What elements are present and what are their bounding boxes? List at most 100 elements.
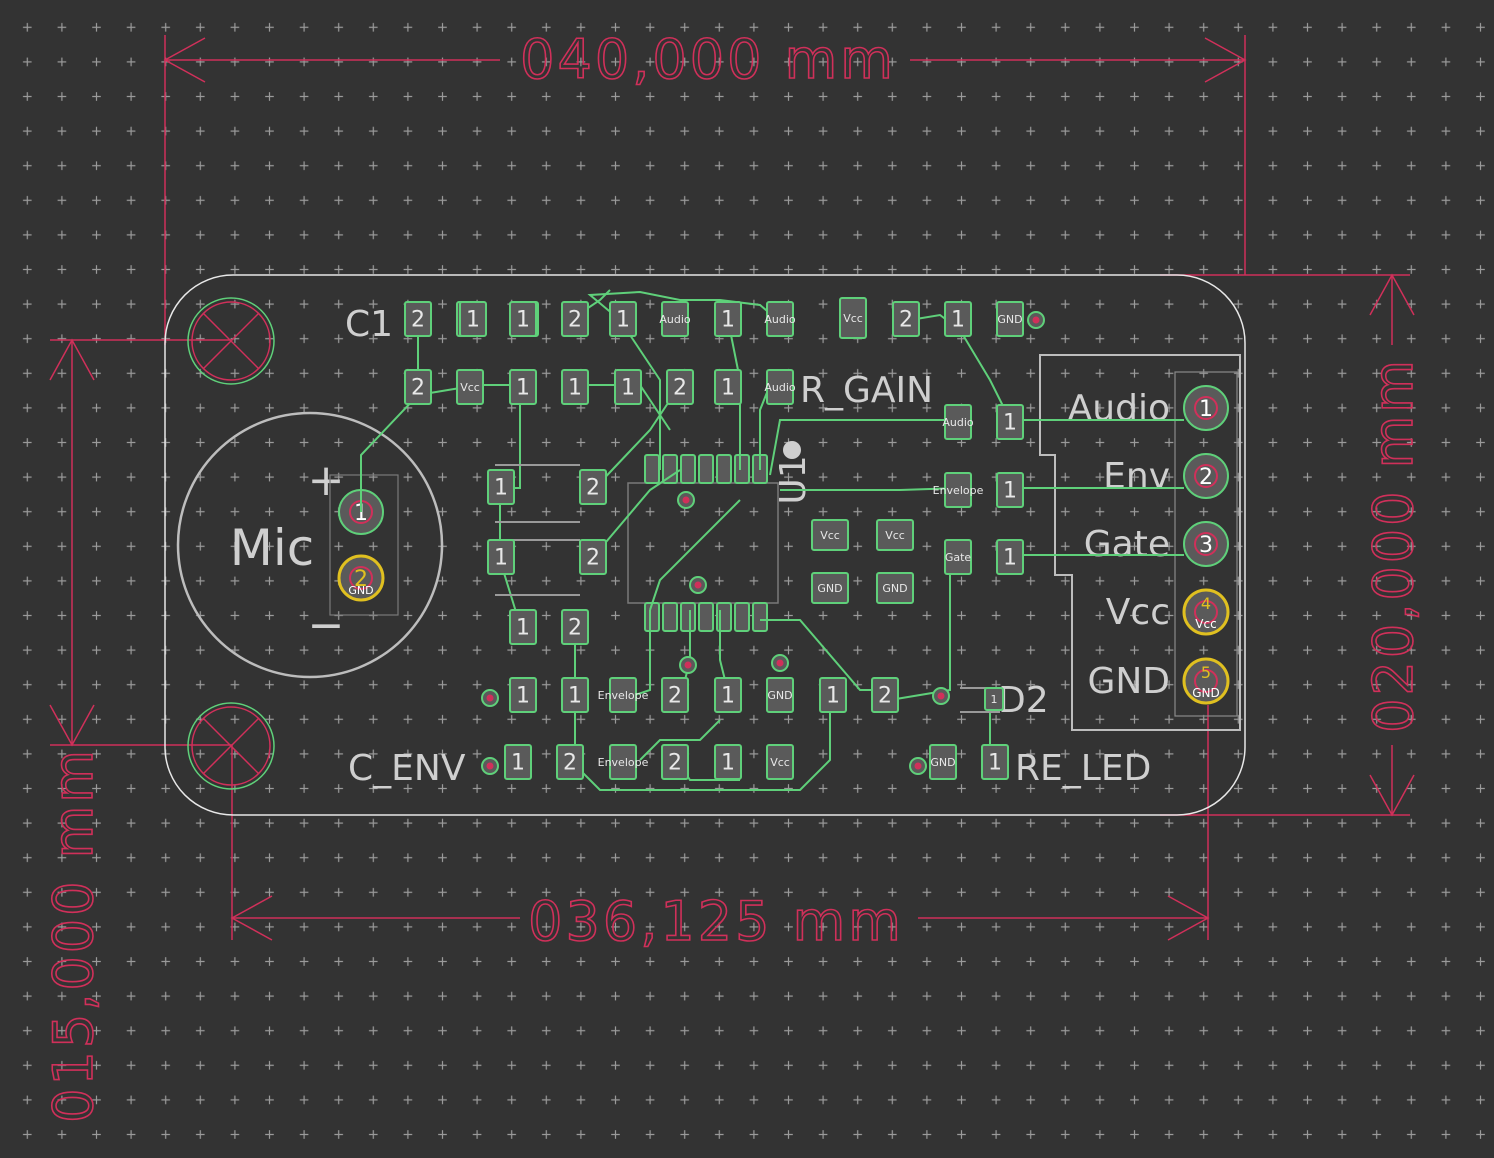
u1-pin-top-4[interactable] (716, 454, 732, 484)
smd-pad-0a[interactable]: 2 (404, 301, 432, 337)
dimension-left[interactable] (49, 338, 232, 747)
smd-pad-7b[interactable]: 2 (666, 369, 694, 405)
via-4[interactable] (481, 689, 499, 707)
u1-pin-top-0[interactable] (644, 454, 660, 484)
smd-pad-10a[interactable]: Audio (942, 404, 974, 440)
u1-pin-top-2[interactable] (680, 454, 696, 484)
smd-pad-1a[interactable]: 1 (459, 301, 487, 337)
connector-outline[interactable] (1039, 354, 1241, 731)
smd-pad-v2a[interactable]: 1 (487, 539, 515, 575)
u1-pin-top-1[interactable] (662, 454, 678, 484)
smd-pad-17b[interactable]: 2 (871, 677, 899, 713)
via-2[interactable] (771, 654, 789, 672)
smd-pad-18b-label: 2 (563, 751, 577, 776)
smd-pad-9b[interactable]: GND (996, 301, 1024, 337)
u1-pin-bottom-5[interactable] (734, 602, 750, 632)
smd-pad-9a[interactable]: 1 (944, 301, 972, 337)
smd-pad-d1-vcc[interactable]: Vcc (811, 519, 849, 551)
u1-pads[interactable] (644, 454, 768, 632)
dimension-top-label: 040,000 mm (520, 28, 896, 91)
smd-pad-18a[interactable]: 1 (504, 744, 532, 780)
smd-pad-15a[interactable]: Envelope (598, 677, 649, 713)
smd-pad-2b[interactable]: 2 (561, 301, 589, 337)
smd-pad-17a[interactable]: 1 (819, 677, 847, 713)
connector-pin-4[interactable]: 4 Vcc (1182, 588, 1230, 636)
smd-pad-8b[interactable]: Audio (764, 369, 796, 405)
smd-pad-12b[interactable]: 1 (996, 539, 1024, 575)
smd-pad-2a[interactable]: 1 (509, 301, 537, 337)
u1-pin-bottom-0[interactable] (644, 602, 660, 632)
smd-pad-13a[interactable]: 1 (509, 609, 537, 645)
smd-pad-16a[interactable]: 1 (714, 677, 742, 713)
u1-pin-top-5[interactable] (734, 454, 750, 484)
smd-pad-20b[interactable]: Vcc (766, 744, 794, 780)
dimension-top[interactable] (163, 35, 1247, 345)
smd-pad-5b[interactable]: Vcc (456, 369, 484, 405)
smd-pad-6a[interactable]: 1 (509, 369, 537, 405)
u1-pin-bottom-2[interactable] (680, 602, 696, 632)
smd-pad-d2-gnd[interactable]: GND (876, 572, 914, 604)
smd-pad-d1-gnd[interactable]: GND (811, 572, 849, 604)
via-8[interactable] (932, 687, 950, 705)
smd-pad-19a[interactable]: Envelope (598, 744, 649, 780)
via-0[interactable] (677, 491, 695, 509)
smd-pad-16b[interactable]: GND (766, 677, 794, 713)
smd-pad-4b[interactable]: Audio (764, 301, 796, 337)
dimension-right[interactable] (1160, 273, 1415, 817)
smd-pad-8a[interactable]: 1 (714, 369, 742, 405)
board-outline[interactable] (164, 274, 1246, 816)
vias[interactable] (481, 311, 1045, 775)
dimension-bottom[interactable] (230, 705, 1210, 941)
smd-pad-v2b[interactable]: 2 (579, 539, 607, 575)
via-3[interactable] (679, 656, 697, 674)
smd-pad-21a[interactable]: GND (929, 744, 957, 780)
u1-label: U1 (773, 455, 814, 504)
smd-pad-19b[interactable]: 2 (661, 744, 689, 780)
connector-pin-3[interactable]: 3 (1183, 521, 1229, 567)
u1-pin-top-3[interactable] (698, 454, 714, 484)
connector-pin-5[interactable]: 5 GND (1182, 657, 1230, 705)
connector-pin-1[interactable]: 1 (1183, 385, 1229, 431)
via-1[interactable] (689, 576, 707, 594)
smd-pad-4a[interactable]: 1 (714, 301, 742, 337)
smd-pad-21b[interactable]: 1 (981, 744, 1009, 780)
connector-pin-5-net: GND (1192, 686, 1220, 700)
smd-pad-3b[interactable]: Audio (659, 301, 691, 337)
smd-pad-12a[interactable]: Gate (944, 539, 972, 575)
smd-pad-10b[interactable]: 1 (996, 404, 1024, 440)
mic-pad-2[interactable]: 2 GND (337, 554, 385, 602)
smd-pad-vcc-top[interactable]: Vcc (839, 297, 867, 339)
connector-pin-4-net: Vcc (1195, 617, 1216, 631)
connector-pin-2[interactable]: 2 (1183, 453, 1229, 499)
smd-pad-d2-vcc[interactable]: Vcc (876, 519, 914, 551)
smd-pads[interactable]: 2111121Audio1Audio2Vcc11121Audio1GNDAudi… (404, 297, 1024, 780)
u1-pin-bottom-6[interactable] (752, 602, 768, 632)
via-7[interactable] (1027, 311, 1045, 329)
smd-pad-11b[interactable]: 1 (996, 472, 1024, 508)
smd-pad-10b-label: 1 (1003, 411, 1017, 436)
smd-pad-v1b[interactable]: 2 (579, 469, 607, 505)
smd-pad-18b[interactable]: 2 (556, 744, 584, 780)
mounting-hole-top[interactable] (187, 297, 275, 385)
mic-outline[interactable] (176, 411, 444, 679)
smd-pad-11a[interactable]: Envelope (933, 472, 984, 508)
smd-pad-d2[interactable]: 1 (984, 687, 1004, 711)
via-6[interactable] (909, 757, 927, 775)
smd-pad-7a[interactable]: 1 (614, 369, 642, 405)
u1-pin-bottom-1[interactable] (662, 602, 678, 632)
smd-pad-14b[interactable]: 1 (561, 677, 589, 713)
mounting-hole-bottom[interactable] (187, 702, 275, 790)
smd-pad-top-right[interactable]: 2 (892, 301, 920, 337)
u1-pin-bottom-3[interactable] (698, 602, 714, 632)
smd-pad-13b[interactable]: 2 (561, 609, 589, 645)
smd-pad-v1a[interactable]: 1 (487, 469, 515, 505)
smd-pad-20a[interactable]: 1 (714, 744, 742, 780)
smd-pad-6b[interactable]: 1 (561, 369, 589, 405)
via-5[interactable] (481, 757, 499, 775)
smd-pad-5a[interactable]: 2 (404, 369, 432, 405)
smd-pad-3a[interactable]: 1 (609, 301, 637, 337)
smd-pad-14a[interactable]: 1 (509, 677, 537, 713)
smd-pad-15b[interactable]: 2 (661, 677, 689, 713)
